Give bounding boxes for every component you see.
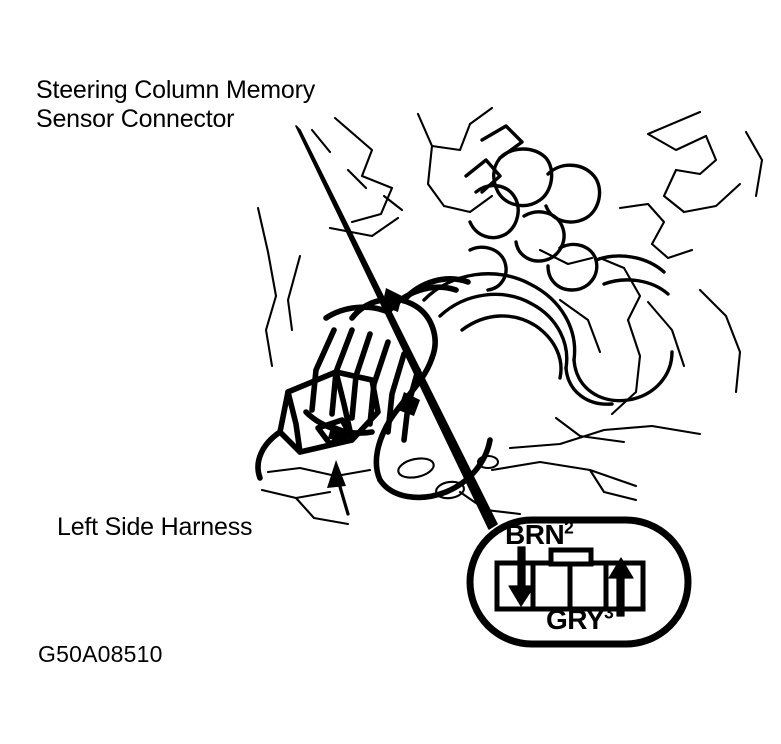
pin-arrow-brn <box>508 546 535 607</box>
connector-detail-inset <box>466 516 692 648</box>
pin-label-gry: GRY3 <box>546 602 614 636</box>
leader-line-sensor-connector <box>295 125 498 530</box>
leader-arrow-left-side-harness <box>327 460 350 516</box>
callout-label-left-side-harness: Left Side Harness <box>57 513 253 541</box>
pin-label-brn: BRN2 <box>505 517 574 551</box>
pin-label-brn-text: BRN <box>505 519 565 550</box>
figure-id-label: G50A08510 <box>38 641 163 667</box>
pin-label-gry-text: GRY <box>546 604 605 635</box>
callout-label-sensor-connector: Steering Column Memory Sensor Connector <box>36 76 316 133</box>
pin-label-brn-superscript: 2 <box>564 517 574 538</box>
illustration-thin-linework <box>256 106 764 526</box>
pin-arrow-gry <box>608 557 634 617</box>
pin-label-gry-superscript: 3 <box>604 602 614 623</box>
